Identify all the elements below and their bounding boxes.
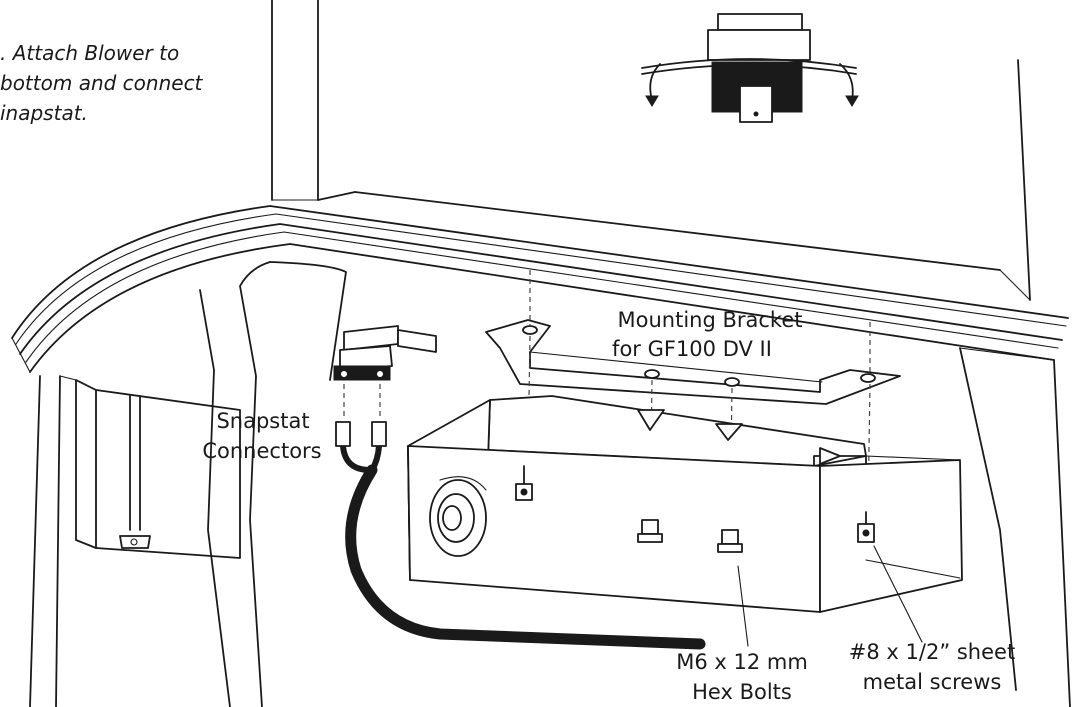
instruction-text: . Attach Blower to bottom and connect in… — [0, 41, 204, 125]
mounting-bracket — [485, 319, 901, 405]
snapstat-base — [333, 365, 391, 381]
fireplace-lower-panels — [29, 261, 1071, 707]
bracket-hole-1 — [522, 325, 538, 335]
fireplace-upper-walls — [271, 0, 1031, 301]
connector-left-icon — [335, 421, 351, 447]
snapstat-connectors — [335, 421, 387, 473]
sheet-metal-screw-right — [857, 511, 875, 543]
rotate-arrow-left-icon — [649, 63, 661, 101]
knob-socket — [739, 85, 773, 123]
label-bolts-line-2: Hex Bolts — [692, 680, 792, 704]
sheet-metal-screw-left — [515, 465, 533, 501]
label-snapstat: Snapstat Connectors — [202, 409, 321, 463]
label-screws-line-1: #8 x 1/2” sheet — [849, 640, 1015, 664]
label-leader-lines — [737, 545, 923, 647]
knob-cap — [717, 13, 803, 31]
bracket-hole-3 — [724, 377, 740, 387]
knob-flange — [641, 58, 857, 69]
label-bracket-line-2: for GF100 DV II — [612, 337, 772, 361]
bracket-hole-2 — [644, 369, 660, 379]
blower-housing — [407, 395, 963, 613]
label-snapstat-line-2: Connectors — [202, 439, 321, 463]
instruction-line-3: inapstat. — [0, 101, 88, 125]
label-bolts-line-1: M6 x 12 mm — [676, 650, 808, 674]
label-sheet-metal-screws: #8 x 1/2” sheet metal screws — [849, 640, 1015, 694]
connector-right-icon — [371, 421, 387, 447]
label-mounting-bracket: Mounting Bracket for GF100 DV II — [612, 308, 802, 361]
instruction-line-1: . Attach Blower to — [0, 41, 179, 65]
blower-power-cord — [345, 464, 706, 650]
label-snapstat-line-1: Snapstat — [216, 409, 309, 433]
snapstat-switch — [333, 325, 437, 420]
instruction-line-2: bottom and connect — [0, 71, 204, 95]
label-screws-line-2: metal screws — [863, 670, 1002, 694]
left-side-bracket — [59, 375, 241, 559]
blower-motor — [429, 476, 487, 557]
knob-body — [707, 29, 811, 61]
hex-bolt-center-right — [717, 529, 743, 553]
hex-bolt-center-left — [637, 519, 663, 543]
vent-knob-assembly — [641, 13, 859, 123]
fireplace-base-rim — [11, 205, 1069, 373]
side-bolt-icon — [119, 535, 151, 549]
rotate-arrow-right-icon — [839, 63, 854, 101]
bracket-hole-4 — [860, 373, 876, 383]
label-bracket-line-1: Mounting Bracket — [618, 308, 803, 332]
label-hex-bolts: M6 x 12 mm Hex Bolts — [676, 650, 808, 704]
